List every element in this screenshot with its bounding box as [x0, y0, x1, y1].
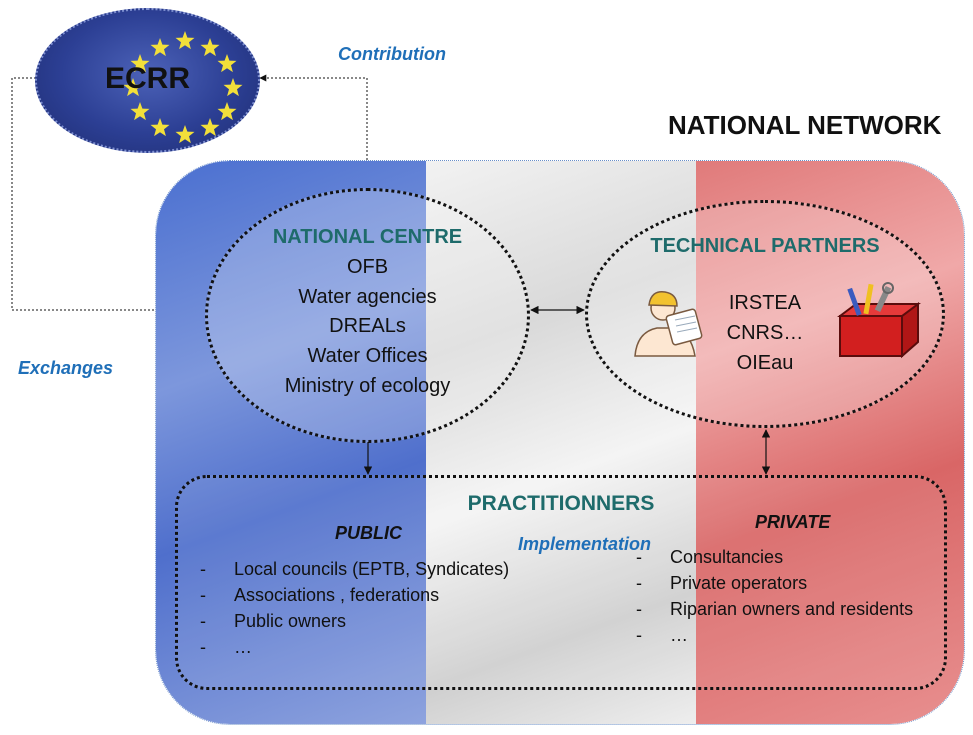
- exchanges-connector: [11, 77, 206, 314]
- star-icon: [130, 54, 150, 73]
- star-icon: [217, 102, 237, 121]
- list-item: -…: [636, 622, 913, 648]
- ecrr-label: ECRR: [104, 62, 190, 95]
- national-centre-member: Water agencies: [298, 286, 437, 308]
- list-marker: -: [636, 625, 642, 645]
- public-title: PUBLIC: [335, 523, 402, 543]
- star-icon: [200, 38, 220, 57]
- list-item: -Private operators: [636, 570, 913, 596]
- practitioners-title: PRACTITIONNERS: [467, 492, 655, 515]
- list-marker: -: [636, 573, 642, 593]
- national-centre-member: DREALs: [329, 315, 406, 337]
- contribution-label: Contribution: [338, 44, 446, 64]
- list-marker: -: [200, 611, 206, 631]
- partners-practitioners-link: [761, 429, 771, 475]
- national-centre-member: Ministry of ecology: [284, 375, 451, 397]
- national-centre-title: NATIONAL CENTRE: [272, 226, 463, 248]
- list-item: -Local councils (EPTB, Syndicates): [200, 556, 509, 582]
- star-icon: [175, 125, 195, 144]
- national-centre-member: Water Offices: [307, 345, 428, 367]
- national-centre-ellipse: [205, 188, 530, 443]
- star-icon: [217, 54, 237, 73]
- list-item: -Associations , federations: [200, 582, 509, 608]
- list-marker: -: [636, 547, 642, 567]
- list-item: -Consultancies: [636, 544, 913, 570]
- star-icon: [223, 78, 243, 97]
- list-marker: -: [200, 559, 206, 579]
- list-item: -Public owners: [200, 608, 509, 634]
- star-icon: [123, 78, 143, 97]
- centre-partners-link: [530, 305, 585, 315]
- centre-practitioners-link: [363, 442, 373, 475]
- eu-stars: [123, 31, 243, 144]
- star-icon: [150, 38, 170, 57]
- ecrr-ellipse: ECRR: [35, 8, 260, 153]
- implementation-label: Implementation: [518, 534, 652, 554]
- private-title: PRIVATE: [755, 512, 831, 532]
- national-centre-member: OFB: [346, 256, 389, 278]
- star-icon: [175, 31, 195, 50]
- list-item: -Riparian owners and residents: [636, 596, 913, 622]
- list-marker: -: [636, 599, 642, 619]
- private-list: -Consultancies -Private operators -Ripar…: [636, 544, 913, 648]
- contribution-connector: [259, 74, 368, 188]
- star-icon: [150, 118, 170, 137]
- exchanges-label: Exchanges: [18, 358, 114, 378]
- star-icon: [130, 102, 150, 121]
- public-list: -Local councils (EPTB, Syndicates) -Asso…: [200, 556, 509, 660]
- list-marker: -: [200, 585, 206, 605]
- national-network-title: NATIONAL NETWORK: [668, 110, 942, 140]
- engineer-icon: [634, 291, 703, 357]
- list-marker: -: [200, 637, 206, 657]
- list-item: -…: [200, 634, 509, 660]
- technical-partners-title: TECHNICAL PARTNERS: [650, 235, 880, 257]
- toolbox-icon: [837, 282, 921, 359]
- technical-partner-member: CNRS…: [726, 322, 804, 344]
- star-icon: [200, 118, 220, 137]
- technical-partner-member: IRSTEA: [728, 292, 802, 314]
- technical-partner-member: OIEau: [736, 352, 794, 374]
- practitioners-box: [175, 475, 947, 690]
